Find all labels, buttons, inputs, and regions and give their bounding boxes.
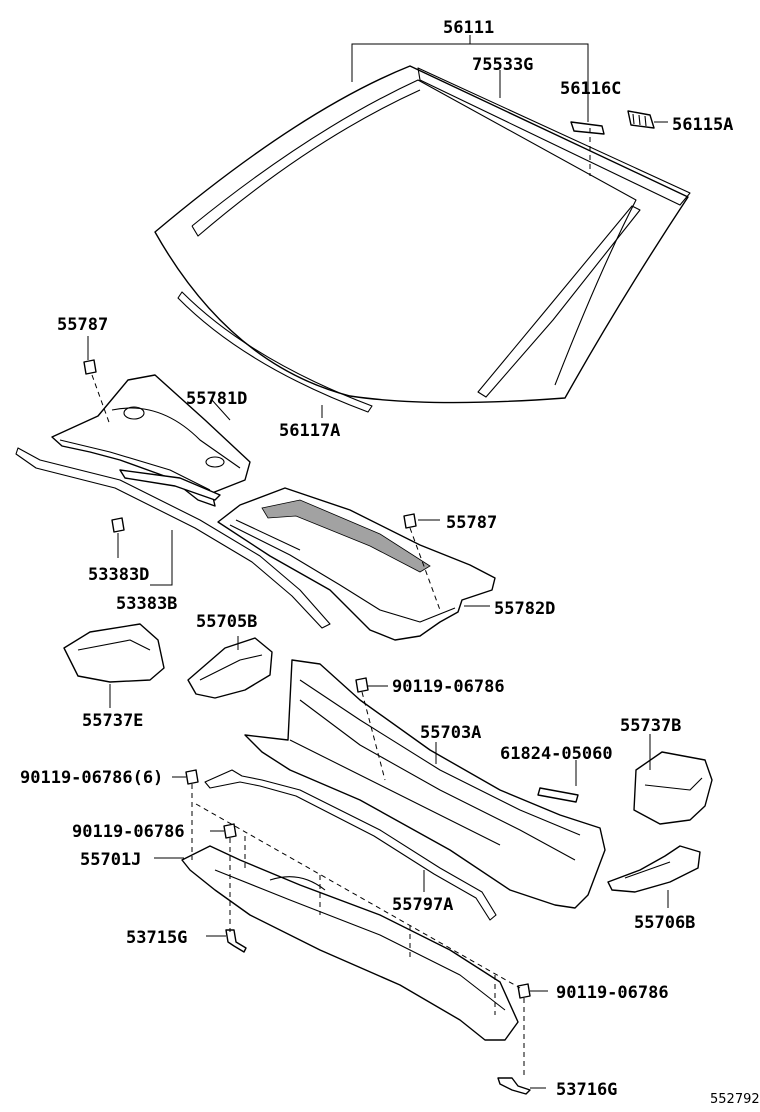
label-90119-06786-c: 90119-06786 xyxy=(72,822,185,842)
label-56117a: 56117A xyxy=(279,421,340,441)
label-55701j: 55701J xyxy=(80,850,141,870)
label-55781d: 55781D xyxy=(186,389,247,409)
diagram-id: 552792 xyxy=(710,1092,760,1107)
part-55787-clip-left xyxy=(83,359,97,375)
part-55705b-bracket xyxy=(187,637,273,699)
part-53383d-clip xyxy=(111,517,125,533)
part-53716g-connector xyxy=(497,1077,531,1095)
label-55797a: 55797A xyxy=(392,895,453,915)
label-56116c: 56116C xyxy=(560,79,621,99)
part-55737e-insulator xyxy=(63,623,165,683)
label-75533g: 75533G xyxy=(472,55,533,75)
dashed-lines xyxy=(91,128,591,1078)
label-90119-06786-6: 90119-06786(6) xyxy=(20,768,163,788)
label-53383b: 53383B xyxy=(116,594,177,614)
bolt-90119-c xyxy=(223,823,237,839)
part-labels: 56111 75533G 56116C 56115A 55787 55781D … xyxy=(20,18,760,1107)
part-53715g-connector xyxy=(225,929,247,953)
label-55705b: 55705B xyxy=(196,612,257,632)
label-55706b: 55706B xyxy=(634,913,695,933)
leader-lines xyxy=(87,35,669,1089)
part-55703a-cowl-panel xyxy=(244,659,606,909)
label-55787-lower: 55787 xyxy=(446,513,497,533)
bolt-90119-b xyxy=(185,769,199,785)
part-55737b-insulator xyxy=(633,751,713,825)
label-56111: 56111 xyxy=(443,18,494,38)
part-56115a-clip xyxy=(627,110,655,129)
label-55787-upper: 55787 xyxy=(57,315,108,335)
windshield-glass xyxy=(154,65,691,413)
part-55797a-seal xyxy=(204,769,497,921)
label-53383d: 53383D xyxy=(88,565,149,585)
part-55782d-right-cowl xyxy=(217,487,496,641)
label-90119-06786-a: 90119-06786 xyxy=(392,677,505,697)
bolt-90119-a xyxy=(355,677,369,693)
part-61824-label xyxy=(537,787,579,803)
label-90119-06786-d: 90119-06786 xyxy=(556,983,669,1003)
part-55701j-lower-panel xyxy=(181,845,519,1041)
label-53716g: 53716G xyxy=(556,1080,617,1100)
part-55706b-bracket xyxy=(607,845,701,893)
label-53715g: 53715G xyxy=(126,928,187,948)
label-55782d: 55782D xyxy=(494,599,555,619)
label-56115a: 56115A xyxy=(672,115,733,135)
label-61824-05060: 61824-05060 xyxy=(500,744,613,764)
bolt-90119-d xyxy=(517,983,531,999)
part-55781d-left-cowl xyxy=(51,374,251,507)
part-55787-clip-right xyxy=(403,513,417,529)
label-55737b: 55737B xyxy=(620,716,681,736)
part-53383b-seal xyxy=(15,447,331,629)
label-55737e: 55737E xyxy=(82,711,143,731)
label-55703a: 55703A xyxy=(420,723,481,743)
part-56116c-strip xyxy=(570,121,605,135)
